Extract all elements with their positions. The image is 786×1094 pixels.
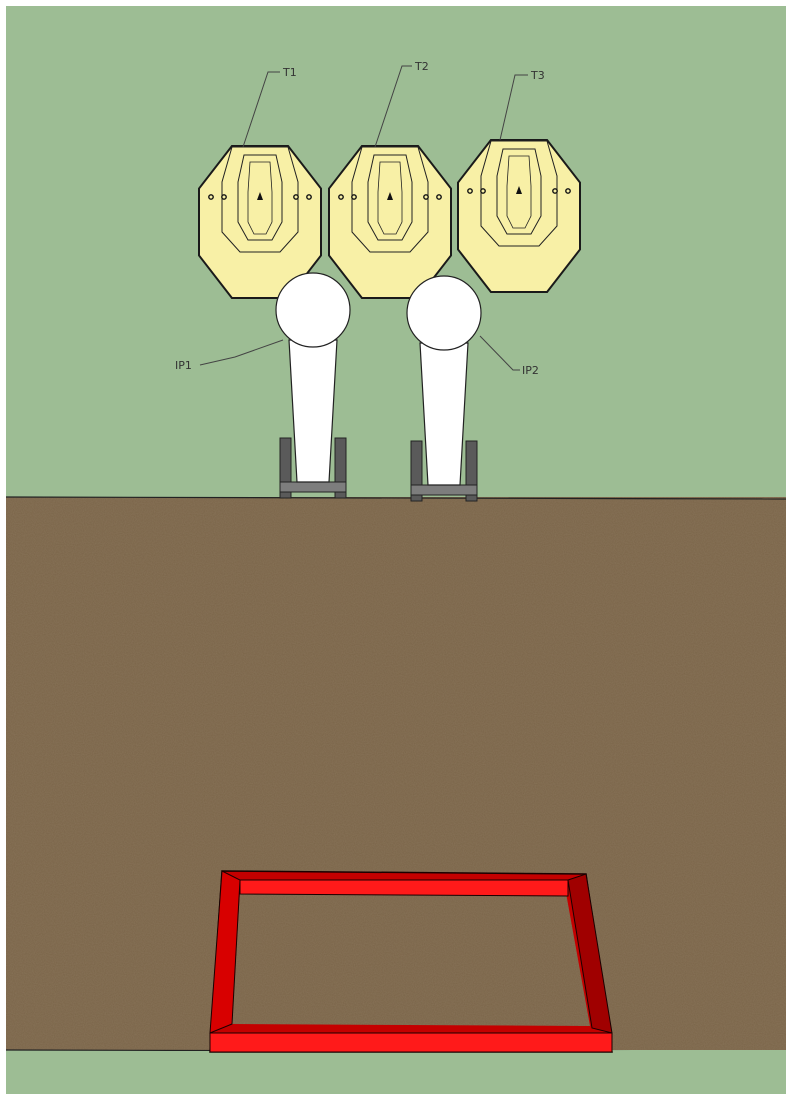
no-shoot-label-ip2: IP2: [522, 364, 539, 377]
callout-leaders: [199, 65, 528, 371]
target-group: [198, 139, 581, 299]
no-shoot-label-ip1: IP1: [175, 359, 192, 372]
no-shoot-ip1: [275, 272, 351, 499]
no-shoot-ip2: [406, 275, 482, 502]
ground-plane: [5, 496, 786, 1053]
target-label-t1: T1: [282, 66, 297, 79]
target-t2: [328, 145, 452, 299]
target-label-t2: T2: [414, 60, 429, 73]
target-t3: [457, 139, 581, 293]
no-shoot-group: [275, 272, 482, 502]
target-label-t3: T3: [530, 69, 545, 82]
foreground-strip: [6, 1051, 786, 1094]
target-t1: [198, 145, 322, 299]
shooting-box: [209, 870, 613, 1053]
